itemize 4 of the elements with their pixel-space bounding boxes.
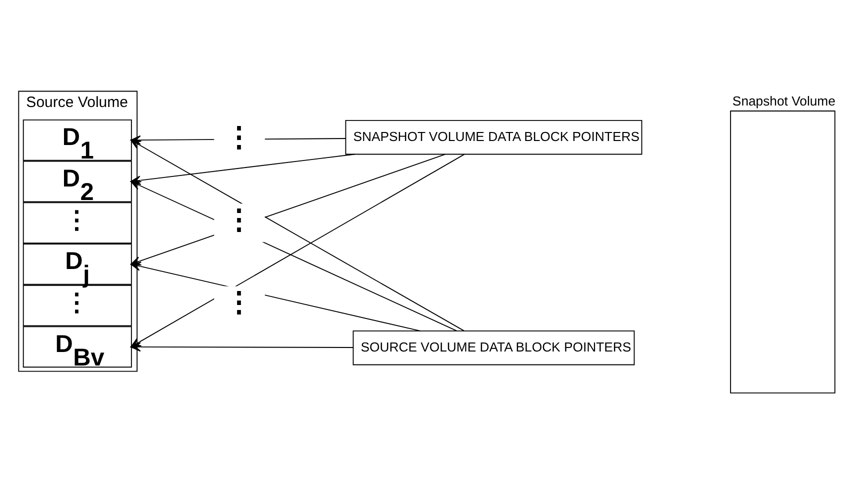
label: ⋮ [224, 202, 253, 235]
node-label: Snapshot Volume [732, 94, 836, 109]
label: ⋮ [224, 286, 253, 318]
label: ⋮ [224, 120, 253, 152]
